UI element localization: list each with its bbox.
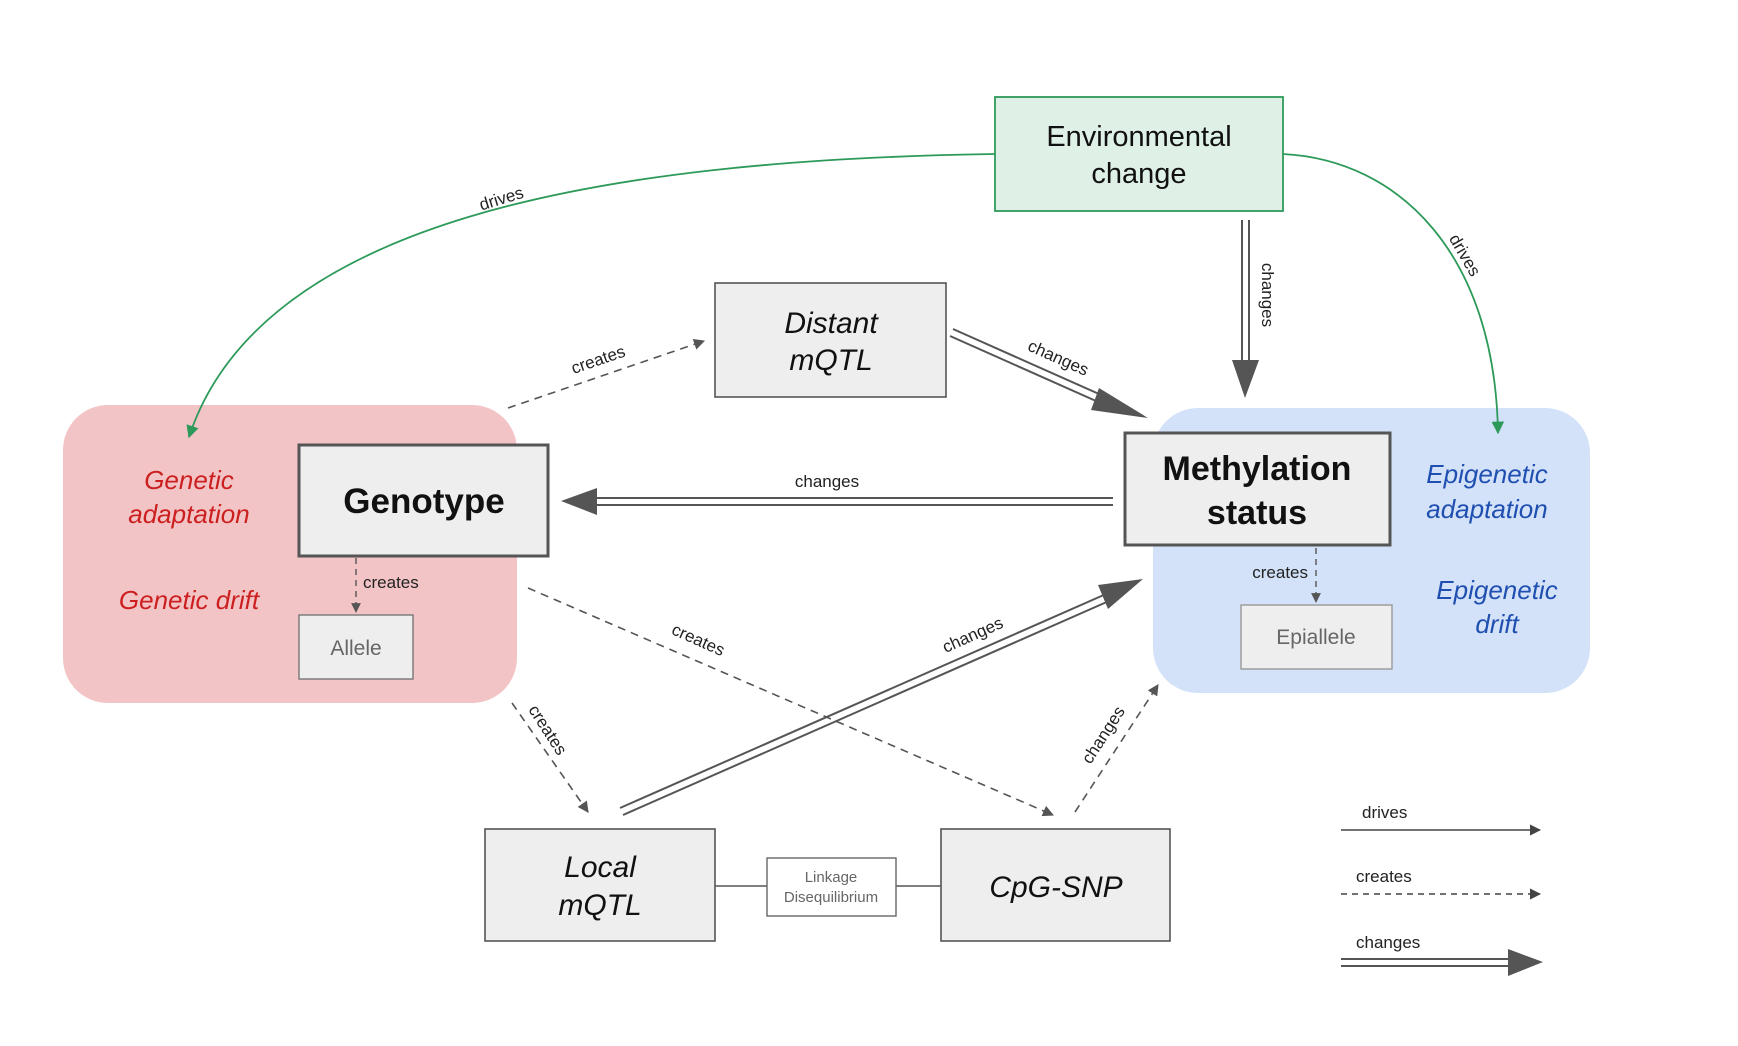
epigenetic-drift-label: Epigenetic drift <box>1436 575 1557 639</box>
node-methylation-status[interactable]: Methylation status <box>1123 431 1392 547</box>
svg-text:adaptation: adaptation <box>1426 494 1547 524</box>
node-epiallele[interactable]: Epiallele <box>1240 604 1393 670</box>
svg-text:Distant: Distant <box>784 307 879 340</box>
genetic-drift-label: Genetic drift <box>119 585 261 615</box>
changes-arrow-local-to-methylation <box>619 579 1143 816</box>
edge-label-cpg-to-methylation: changes <box>1078 703 1129 767</box>
node-genotype[interactable]: Genotype <box>297 443 550 558</box>
edge-label-env-to-genetic: drives <box>477 183 526 214</box>
node-allele[interactable]: Allele <box>298 614 414 680</box>
legend-creates-label: creates <box>1356 867 1412 886</box>
svg-text:mQTL: mQTL <box>558 889 641 922</box>
svg-text:Genetic: Genetic <box>144 465 234 495</box>
node-local-mqtl[interactable]: Local mQTL <box>484 828 716 942</box>
svg-text:mQTL: mQTL <box>789 344 872 377</box>
legend: drives creates changes <box>1341 803 1543 976</box>
svg-text:Allele: Allele <box>330 637 381 660</box>
node-distant-mqtl[interactable]: Distant mQTL <box>714 282 947 398</box>
svg-text:Epigenetic: Epigenetic <box>1436 575 1557 605</box>
creates-arrow-genotype-to-cpg <box>527 587 1055 817</box>
changes-arrow-distant-to-methylation <box>949 328 1148 418</box>
svg-text:status: status <box>1207 494 1307 532</box>
edge-label-methylation-to-genotype: changes <box>795 472 859 491</box>
svg-text:Methylation: Methylation <box>1163 450 1352 488</box>
edge-label-genotype-to-cpg: creates <box>669 620 728 660</box>
svg-text:Linkage: Linkage <box>805 869 858 886</box>
svg-text:Environmental: Environmental <box>1046 121 1231 153</box>
svg-text:Epiallele: Epiallele <box>1276 626 1355 649</box>
legend-drives-label: drives <box>1362 803 1407 822</box>
edge-label-genotype-to-distant: creates <box>569 342 628 378</box>
epigenetic-adaptation-label: Epigenetic adaptation <box>1426 459 1547 524</box>
svg-text:adaptation: adaptation <box>128 499 249 529</box>
svg-text:Disequilibrium: Disequilibrium <box>784 889 878 906</box>
drives-arrow-genetic <box>186 153 996 439</box>
changes-arrow-env-to-methylation <box>1232 220 1259 398</box>
drives-arrow-epigenetic <box>1282 153 1505 435</box>
svg-text:CpG-SNP: CpG-SNP <box>989 871 1122 904</box>
node-linkage-disequilibrium[interactable]: Linkage Disequilibrium <box>766 857 897 917</box>
legend-changes-line <box>1341 949 1543 976</box>
edge-label-methylation-to-epiallele: creates <box>1252 563 1308 582</box>
genetic-adaptation-label: Genetic adaptation <box>128 465 249 529</box>
svg-text:Local: Local <box>564 851 637 884</box>
svg-text:Genotype: Genotype <box>343 482 504 521</box>
edge-label-genotype-to-allele: creates <box>363 573 419 592</box>
node-cpg-snp[interactable]: CpG-SNP <box>940 828 1171 942</box>
node-environmental-change[interactable]: Environmental change <box>994 96 1284 212</box>
edge-label-env-to-methylation: changes <box>1258 263 1277 327</box>
svg-text:Epigenetic: Epigenetic <box>1426 459 1547 489</box>
svg-text:change: change <box>1091 158 1186 190</box>
changes-arrow-methylation-to-genotype <box>561 488 1113 515</box>
svg-text:drift: drift <box>1475 609 1520 639</box>
legend-changes-label: changes <box>1356 933 1420 952</box>
creates-arrow-cpg-to-methylation <box>1074 684 1159 813</box>
creates-arrow-genotype-to-distant <box>507 338 706 409</box>
